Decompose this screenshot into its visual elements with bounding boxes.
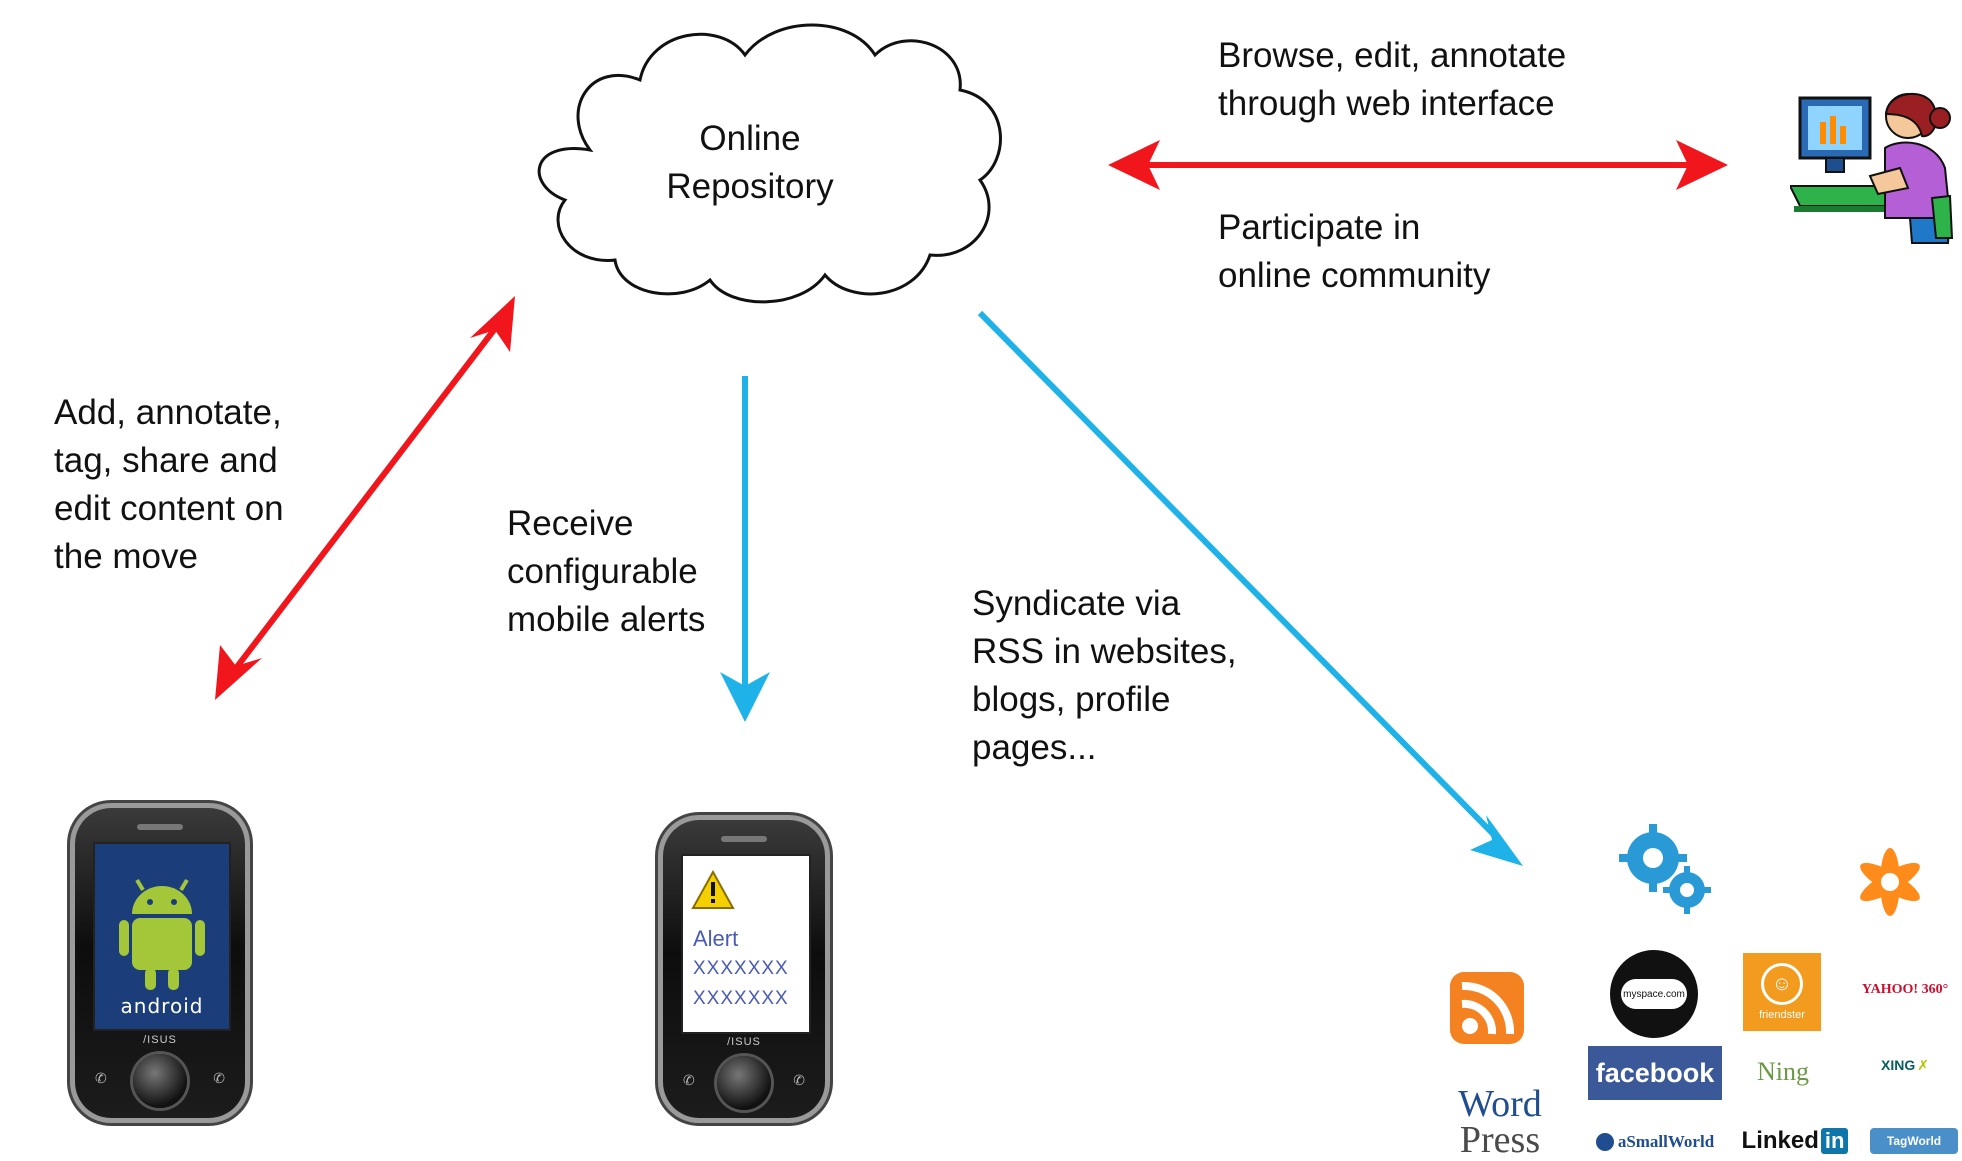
alerts-label: Receive configurable mobile alerts	[507, 500, 705, 644]
alert-phone: Alert XXXXXXX XXXXXXX /ISUS ✆ ✆	[663, 820, 825, 1118]
web-interface-label-line2: through web interface	[1218, 84, 1555, 123]
rss-icon	[1450, 972, 1524, 1044]
community-label: Participate in online community	[1218, 204, 1490, 300]
alert-arrow-head	[720, 672, 770, 722]
ning-wordmark: Ning	[1757, 1057, 1809, 1086]
syndicate-label-line1: Syndicate via	[972, 584, 1181, 623]
web-arrow-head-right	[1676, 140, 1728, 190]
syndicate-arrow	[977, 310, 1508, 849]
web-interface-label: Browse, edit, annotate through web inter…	[1218, 32, 1566, 128]
xing-logo: XING ✗	[1858, 1050, 1952, 1080]
repository-label-line2: Repository	[666, 167, 834, 206]
end-call-icon: ✆	[213, 1070, 225, 1086]
gears-icon	[1619, 824, 1711, 914]
linkedin-logo: Linked in	[1740, 1124, 1850, 1158]
ning-logo: Ning	[1745, 1052, 1821, 1092]
xing-wordmark: XING	[1881, 1057, 1916, 1073]
syndicate-label-line2: RSS in websites,	[972, 632, 1237, 671]
alerts-label-line3: mobile alerts	[507, 600, 706, 639]
syndicate-arrow-head	[1470, 815, 1523, 866]
facebook-logo: facebook	[1588, 1046, 1722, 1100]
alerts-label-line1: Receive	[507, 504, 634, 543]
asmallworld-wordmark: aSmallWorld	[1617, 1132, 1715, 1151]
end-call-icon: ✆	[793, 1072, 805, 1088]
wordpress-logo: Word Press	[1450, 1084, 1550, 1160]
warning-icon	[691, 870, 735, 909]
syndicate-label: Syndicate via RSS in websites, blogs, pr…	[972, 580, 1237, 772]
repository-label-line1: Online	[699, 119, 801, 158]
alert-line-2: XXXXXXX	[693, 988, 789, 1009]
syndicate-label-line3: blogs, profile	[972, 680, 1171, 719]
android-screen: android	[93, 842, 231, 1031]
dpad-button	[717, 1056, 771, 1110]
tagworld-wordmark: TagWorld	[1886, 1134, 1942, 1148]
phone-speaker	[137, 824, 183, 830]
mobile-arrow-head-bottom	[215, 645, 262, 700]
alert-title: Alert	[693, 926, 739, 951]
wordpress-word: Word	[1458, 1083, 1542, 1125]
linkedin-wordmark: Linked	[1741, 1127, 1819, 1154]
alerts-label-line2: configurable	[507, 552, 698, 591]
mobile-edit-label-line2: tag, share and	[54, 441, 278, 480]
globe-icon	[1595, 1133, 1614, 1151]
community-label-line1: Participate in	[1218, 208, 1421, 247]
call-icon: ✆	[683, 1072, 695, 1088]
yahoo360-logo: YAHOO! 360°	[1855, 975, 1955, 1005]
android-phone: android /ISUS ✆ ✆	[75, 808, 245, 1118]
mobile-edit-label-line4: the move	[54, 537, 198, 576]
repository-label: Online Repository	[600, 115, 900, 211]
mobile-arrow-head-top	[470, 296, 515, 352]
alert-line-1: XXXXXXX	[693, 958, 789, 979]
alert-screen: Alert XXXXXXX XXXXXXX	[681, 854, 811, 1034]
mobile-edit-label-line3: edit content on	[54, 489, 284, 528]
mobile-arrow	[227, 320, 503, 678]
dpad-button	[133, 1054, 187, 1108]
phone-brand: /ISUS	[143, 1034, 177, 1046]
xing-icon: ✗	[1917, 1056, 1929, 1073]
mobile-edit-label: Add, annotate, tag, share and edit conte…	[54, 389, 284, 581]
computer-user-icon	[1790, 93, 1954, 244]
web-arrow-head-left	[1108, 140, 1160, 190]
mobile-edit-label-line1: Add, annotate,	[54, 393, 282, 432]
wordpress-press: Press	[1459, 1119, 1541, 1161]
friendster-wordmark: friendster	[1759, 1009, 1805, 1021]
tagworld-logo: TagWorld	[1870, 1128, 1958, 1154]
community-label-line2: online community	[1218, 256, 1491, 295]
phone-speaker	[721, 836, 767, 842]
myspace-wordmark: myspace.com	[1623, 988, 1685, 1000]
friendster-logo: ☺ friendster	[1743, 953, 1821, 1031]
linkedin-in-badge: in	[1820, 1128, 1849, 1154]
facebook-wordmark: facebook	[1595, 1057, 1715, 1088]
smiley-icon: ☺	[1761, 963, 1803, 1005]
android-wordmark: android	[120, 994, 204, 1018]
web-interface-label-line1: Browse, edit, annotate	[1218, 36, 1567, 75]
myspace-logo: myspace.com	[1610, 950, 1698, 1038]
repository-cloud	[537, 23, 1002, 304]
asmallworld-logo: aSmallWorld	[1585, 1126, 1725, 1158]
call-icon: ✆	[95, 1070, 107, 1086]
android-robot-icon	[95, 844, 229, 1029]
orange-star-logo	[1860, 848, 1920, 916]
phone-brand: /ISUS	[727, 1036, 761, 1048]
syndicate-label-line4: pages...	[972, 728, 1097, 767]
yahoo360-wordmark: YAHOO! 360°	[1861, 982, 1949, 997]
